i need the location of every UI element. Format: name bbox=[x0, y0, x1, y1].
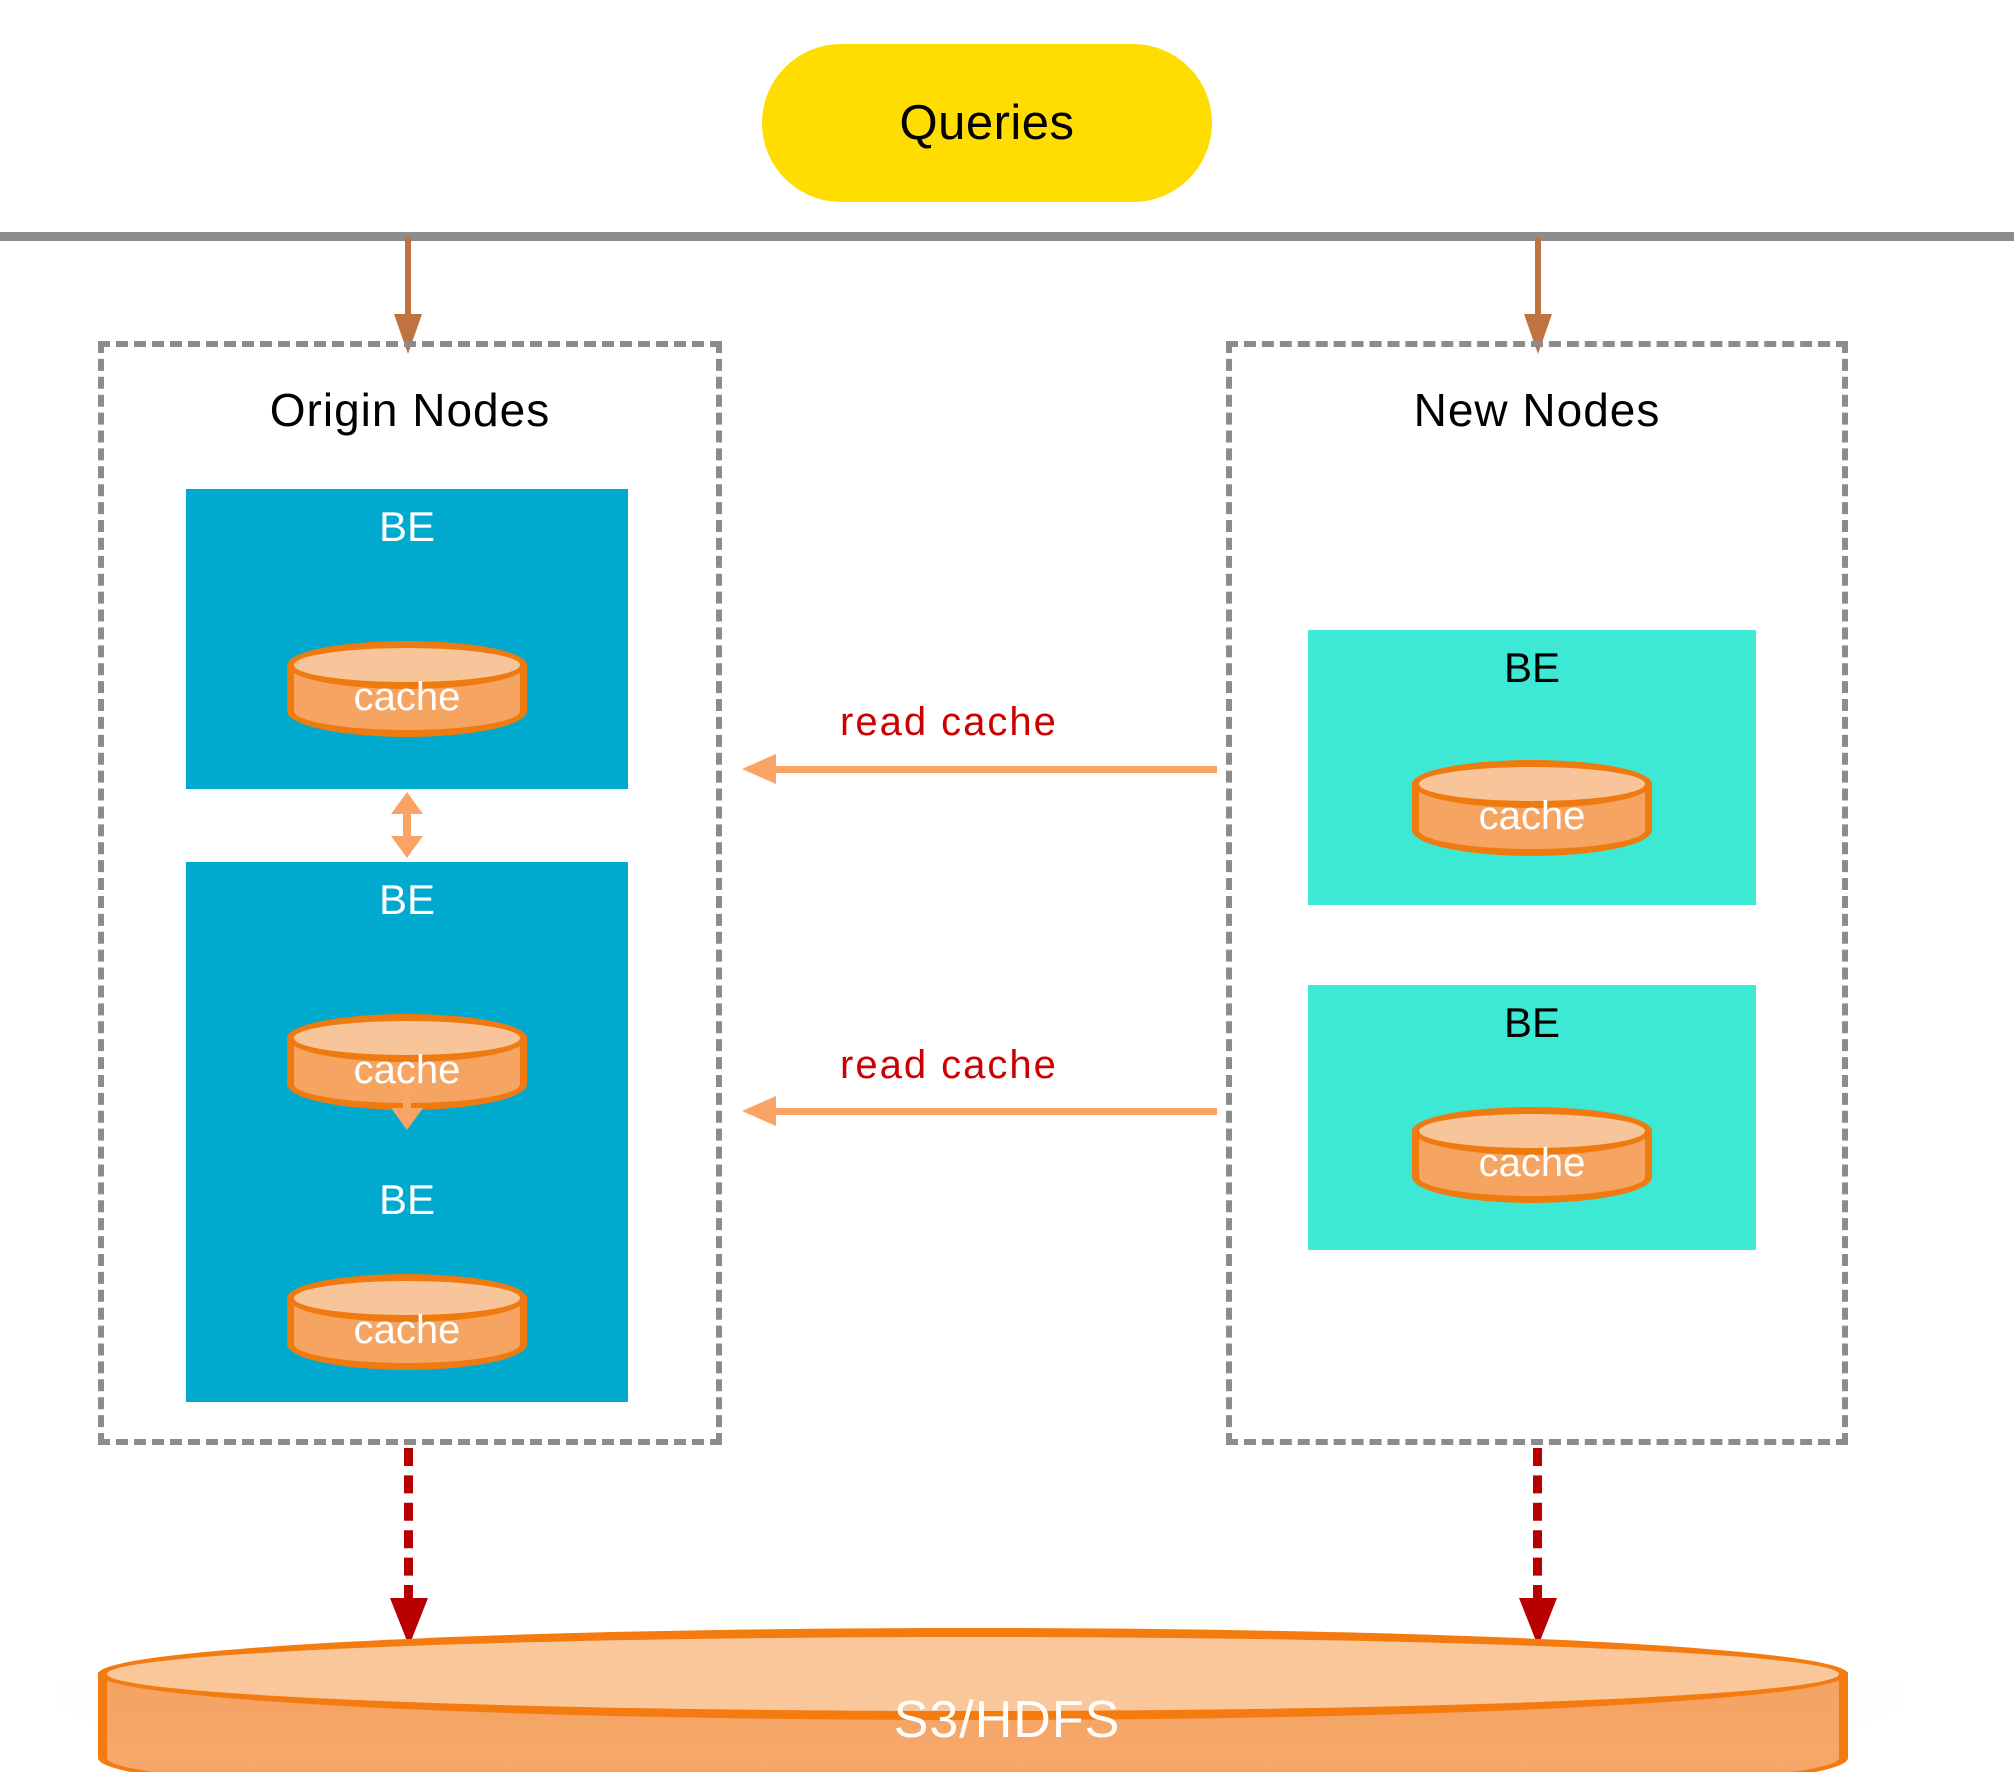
cache-cylinder-icon: cache bbox=[1412, 1107, 1652, 1203]
top-divider-rule bbox=[0, 232, 2014, 241]
group-title-new-nodes: New Nodes bbox=[1413, 384, 1661, 436]
be-node-label: BE bbox=[1503, 999, 1561, 1046]
be-node-label: BE bbox=[378, 503, 436, 550]
arrow-shaft bbox=[403, 806, 411, 844]
be-node-label: BE bbox=[378, 1176, 436, 1223]
be-node-new-1: BE cache bbox=[1308, 630, 1756, 905]
arrow-head bbox=[742, 754, 776, 784]
cylinder-top-ellipse bbox=[287, 641, 527, 689]
query-feed-arrow-new-icon bbox=[1518, 238, 1558, 354]
read-cache-arrow-1-icon bbox=[742, 754, 1217, 784]
cylinder-top-ellipse bbox=[98, 1628, 1848, 1720]
arrow-shaft bbox=[405, 238, 411, 322]
cache-cylinder-icon: cache bbox=[287, 641, 527, 737]
group-origin-nodes: Origin Nodes bbox=[98, 341, 722, 1445]
be-node-origin-3: BE cache bbox=[186, 1162, 628, 1402]
arrow-dashed-shaft bbox=[1533, 1448, 1542, 1603]
sync-arrow-origin-1-2-icon bbox=[390, 792, 424, 858]
arrow-head bbox=[394, 314, 422, 354]
arrow-shaft bbox=[772, 766, 1217, 773]
cache-label: cache bbox=[1478, 1141, 1586, 1185]
cache-cylinder-icon: cache bbox=[1412, 760, 1652, 856]
group-new-nodes: New Nodes bbox=[1226, 341, 1848, 1445]
cache-label: cache bbox=[353, 1048, 461, 1092]
cylinder-top-ellipse bbox=[1412, 1107, 1652, 1155]
arrow-head bbox=[742, 1096, 776, 1126]
queries-label: Queries bbox=[899, 96, 1075, 150]
arrow-head-down bbox=[391, 1108, 423, 1130]
arrow-head bbox=[1524, 314, 1552, 354]
be-node-new-2: BE cache bbox=[1308, 985, 1756, 1250]
cache-label: cache bbox=[1478, 794, 1586, 838]
arrow-shaft bbox=[1535, 238, 1541, 322]
cylinder-top-ellipse bbox=[287, 1274, 527, 1322]
cylinder-top-ellipse bbox=[1412, 760, 1652, 808]
arrow-head-up bbox=[391, 792, 423, 814]
read-cache-arrow-2-icon bbox=[742, 1096, 1217, 1126]
read-cache-label-2: read cache bbox=[840, 1043, 1058, 1087]
persist-arrow-new-icon bbox=[1517, 1448, 1557, 1648]
cache-label: cache bbox=[353, 675, 461, 719]
be-node-label: BE bbox=[378, 876, 436, 923]
sync-arrow-origin-2-3-icon bbox=[390, 1064, 424, 1130]
cache-cylinder-icon: cache bbox=[287, 1274, 527, 1370]
query-feed-arrow-origin-icon bbox=[388, 238, 428, 354]
cache-label: cache bbox=[353, 1308, 461, 1352]
arrow-head-down bbox=[391, 836, 423, 858]
read-cache-label-1: read cache bbox=[840, 700, 1058, 744]
be-node-origin-1: BE cache bbox=[186, 489, 628, 789]
group-title-origin-nodes: Origin Nodes bbox=[269, 384, 551, 436]
storage-cylinder-icon bbox=[98, 1628, 1848, 1772]
storage-label: S3/HDFS bbox=[893, 1691, 1121, 1749]
arrow-shaft bbox=[772, 1108, 1217, 1115]
cylinder-top-ellipse bbox=[287, 1014, 527, 1062]
arrow-head-up bbox=[391, 1064, 423, 1086]
queries-node: Queries bbox=[762, 44, 1212, 202]
persist-arrow-origin-icon bbox=[388, 1448, 428, 1648]
be-node-label: BE bbox=[1503, 644, 1561, 691]
arrow-shaft bbox=[403, 1078, 411, 1116]
arrow-dashed-shaft bbox=[404, 1448, 413, 1603]
